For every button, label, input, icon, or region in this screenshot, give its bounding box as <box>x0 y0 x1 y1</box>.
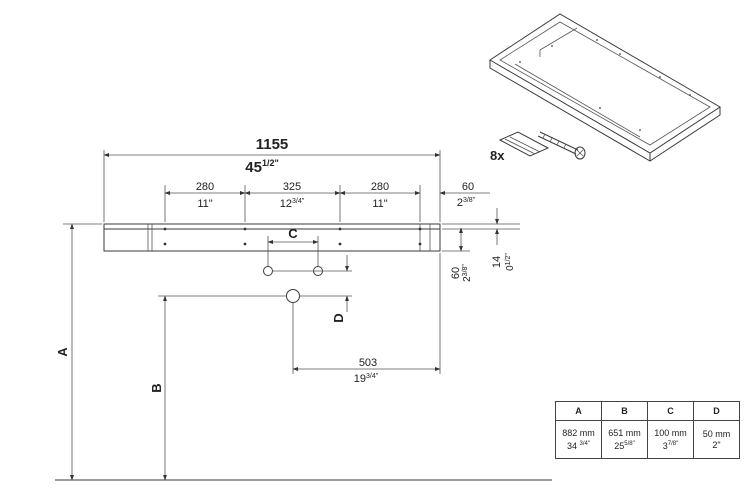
dimension-b: B <box>149 295 286 481</box>
label-c: C <box>288 226 298 241</box>
seg3-mm: 280 <box>371 181 389 193</box>
seg3-in: 11" <box>372 198 387 210</box>
edge-in: 2 <box>457 197 463 209</box>
dimension-frame-height: 14 01/2" 60 23/8" <box>442 208 520 282</box>
dimension-hole-spacing: 280 11" 325 123/4" 280 11" <box>164 181 421 222</box>
height-in-frac: 1/2" <box>505 253 512 266</box>
depth-in-frac: 3/8" <box>462 264 469 277</box>
dimension-a: A <box>55 223 102 481</box>
seg2-in-frac: 3/4" <box>292 198 305 205</box>
svg-text:123/4": 123/4" <box>280 198 305 210</box>
dimension-edge-offset: 60 23/8" <box>439 181 490 209</box>
table-header: C <box>647 401 694 421</box>
height-mm: 14 <box>491 256 503 268</box>
label-a: A <box>55 347 70 357</box>
table-header: B <box>601 401 648 421</box>
svg-text:193/4": 193/4" <box>354 373 379 385</box>
seg2-in: 12 <box>280 198 292 210</box>
drain-in-frac: 3/4" <box>366 373 379 380</box>
edge-mm: 60 <box>462 181 474 193</box>
drain-in: 19 <box>354 373 366 385</box>
screw-and-plug-icon <box>498 131 586 160</box>
total-width-in: 45 <box>245 159 262 176</box>
svg-text:23/8": 23/8" <box>457 197 476 209</box>
depth-in: 2 <box>462 276 473 282</box>
frame-isometric-view <box>489 13 721 162</box>
depth-mm: 60 <box>450 267 462 279</box>
total-width-in-frac: 1/2" <box>262 158 279 168</box>
label-b: B <box>149 383 164 392</box>
svg-text:01/2": 01/2" <box>505 253 516 271</box>
seg2-mm: 325 <box>283 181 301 193</box>
seg1-mm: 280 <box>196 181 214 193</box>
quantity-label: 8x <box>490 148 505 163</box>
table-header: A <box>555 401 602 421</box>
label-d: D <box>331 313 346 322</box>
drain-mm: 503 <box>359 357 377 369</box>
tap-hole-left <box>263 266 273 276</box>
drain-hole <box>286 289 300 303</box>
table-header: D <box>693 401 740 421</box>
dimension-total-width: 1155 451/2" <box>103 136 441 222</box>
total-width-mm: 1155 <box>256 136 289 153</box>
dimension-d: D <box>272 255 352 323</box>
seg1-in: 11" <box>197 198 212 210</box>
frame-front-view <box>103 223 441 252</box>
svg-text:451/2": 451/2" <box>245 158 278 176</box>
svg-text:23/8": 23/8" <box>462 264 473 282</box>
height-in: 0 <box>505 265 516 271</box>
edge-in-frac: 3/8" <box>463 197 476 204</box>
table-header-row: A B C D <box>555 401 740 421</box>
dimension-drain-offset: 503 193/4" <box>292 253 441 385</box>
dimension-c: C <box>267 226 319 266</box>
